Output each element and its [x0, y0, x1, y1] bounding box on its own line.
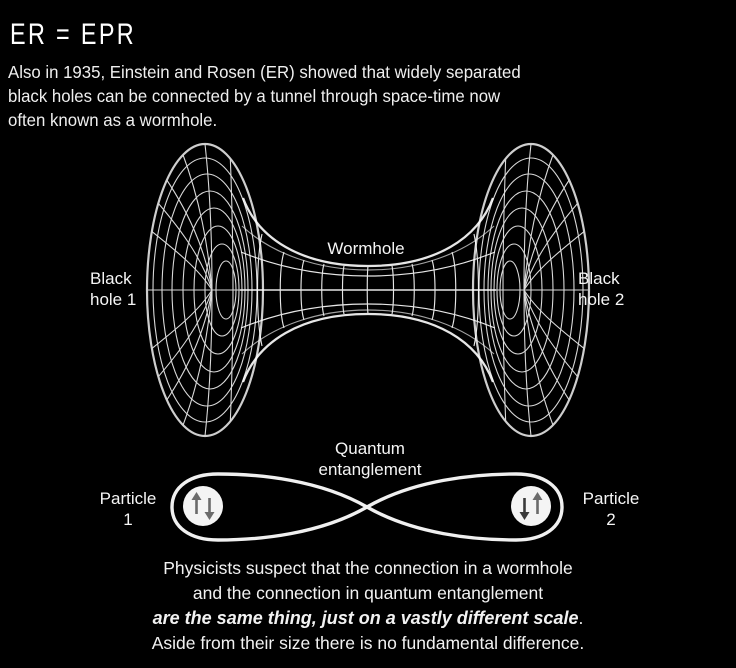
caption-line-3-emphasis: are the same thing, just on a vastly dif…	[152, 608, 579, 628]
caption-line-2: and the connection in quantum entangleme…	[192, 583, 544, 603]
wormhole-mouth-right	[471, 142, 591, 438]
label-wormhole: Wormhole	[327, 239, 405, 258]
wormhole-throat	[240, 197, 496, 383]
particle-2-spin-down-icon	[519, 498, 530, 520]
particle-1-spin-up-icon	[191, 492, 202, 514]
particle-2-node	[511, 486, 551, 526]
label-quantum-entanglement: Quantum entanglement	[290, 438, 450, 480]
entanglement-loop	[170, 472, 564, 542]
entanglement-outer-path	[170, 472, 564, 542]
label-black-hole-1-line1: Black	[90, 269, 132, 288]
particle-2-circle	[511, 486, 551, 526]
label-black-hole-2-line2: hole 2	[578, 290, 625, 309]
mouth-right-rings	[478, 157, 584, 423]
label-particle-2-line2: 2	[606, 510, 616, 529]
label-quantum-entanglement-line1: Quantum	[335, 439, 405, 458]
intro-line-1: Also in 1935, Einstein and Rosen (ER) sh…	[8, 62, 521, 82]
caption-line-3: are the same thing, just on a vastly dif…	[0, 606, 736, 631]
label-black-hole-1-line2: hole 1	[90, 290, 137, 309]
intro-line-2: black holes can be connected by a tunnel…	[8, 86, 501, 106]
label-particle-2-line1: Particle	[582, 489, 640, 508]
throat-bottom-edge	[241, 312, 495, 383]
intro-line-3: often known as a wormhole.	[8, 110, 218, 130]
label-particle-1-line1: Particle	[99, 489, 157, 508]
particle-2-spin-up-icon	[532, 492, 543, 514]
label-particle-1: Particle 1	[82, 488, 174, 530]
particle-1-node	[183, 486, 223, 526]
intro-paragraph: Also in 1935, Einstein and Rosen (ER) sh…	[8, 60, 642, 132]
caption-line-1: Physicists suspect that the connection i…	[163, 558, 573, 578]
label-black-hole-2-line1: Black	[578, 269, 620, 288]
page-title: ER = EPR	[10, 18, 137, 51]
particle-1-circle	[183, 486, 223, 526]
label-particle-1-line2: 1	[123, 510, 133, 529]
mouth-right-meridians	[473, 144, 588, 436]
label-black-hole-1: Black hole 1	[90, 268, 190, 310]
label-black-hole-2: Black hole 2	[578, 268, 688, 310]
label-quantum-entanglement-line2: entanglement	[318, 460, 422, 479]
bottom-caption: Physicists suspect that the connection i…	[0, 556, 736, 656]
particle-1-spin-down-icon	[204, 498, 215, 520]
caption-line-3-period: .	[578, 608, 584, 628]
caption-line-4: Aside from their size there is no fundam…	[151, 633, 585, 653]
label-particle-2: Particle 2	[565, 488, 657, 530]
mouth-right-rim	[471, 142, 591, 438]
